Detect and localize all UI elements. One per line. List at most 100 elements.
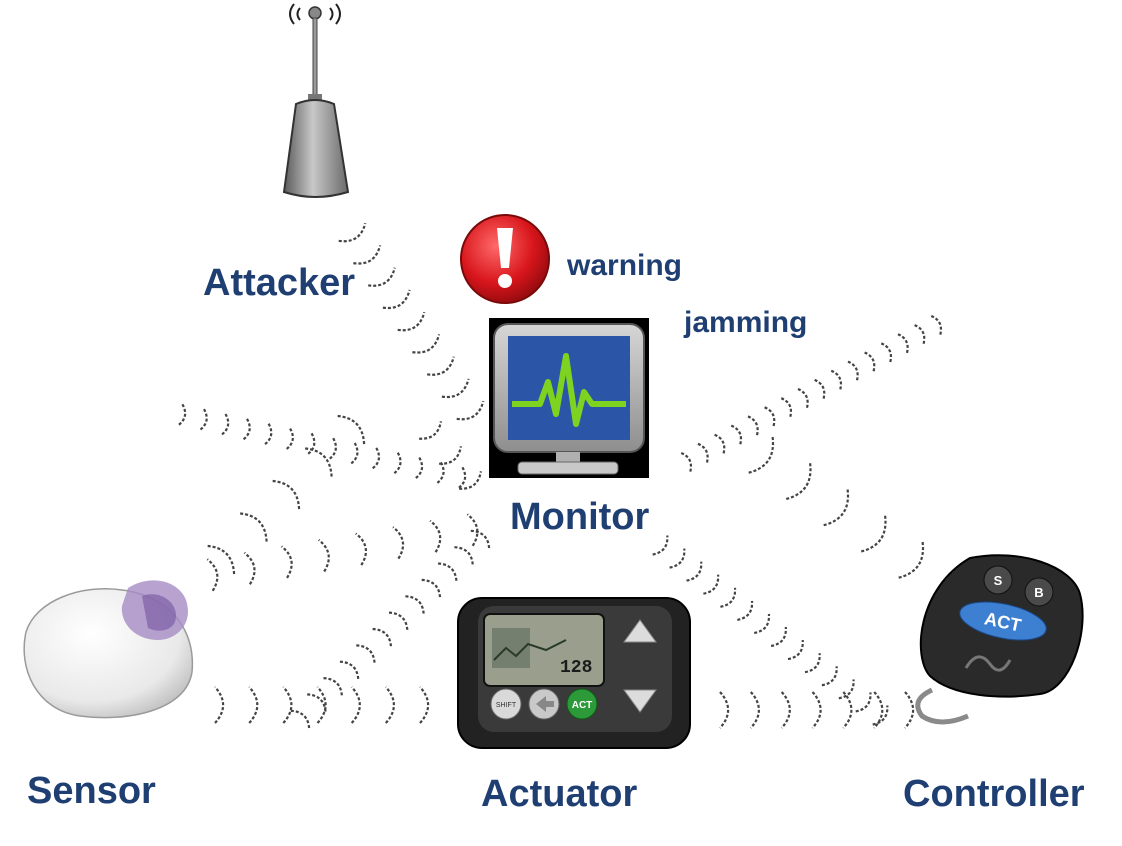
- signal-wave-arc: [335, 414, 366, 445]
- signal-wave-arc: [427, 356, 455, 376]
- signal-wave-arc: [238, 512, 268, 542]
- signal-wave-arc: [804, 653, 821, 674]
- signal-wave-arc: [719, 691, 730, 729]
- signal-wave-arc: [872, 705, 889, 726]
- signal-wave-arc: [912, 323, 926, 345]
- signal-wave-arc: [349, 442, 359, 466]
- signal-wave-arc: [686, 561, 703, 582]
- signal-wave-arc: [284, 427, 294, 451]
- signal-wave-arc: [822, 489, 850, 527]
- signal-wave-arc: [929, 314, 943, 335]
- signal-wave-arc: [749, 691, 760, 729]
- signal-wave-arc: [282, 686, 293, 724]
- signal-wave-arc: [323, 677, 343, 697]
- signal-wave-arc: [307, 693, 327, 713]
- wireless-signal-waves: [176, 222, 943, 730]
- signal-wave-arc: [350, 686, 361, 724]
- controller-label: Controller: [903, 773, 1085, 815]
- signal-wave-arc: [392, 452, 402, 476]
- jamming-label: jamming: [684, 306, 808, 339]
- signal-wave-arc: [729, 423, 743, 445]
- warning-label: warning: [567, 249, 683, 282]
- signal-wave-arc: [737, 600, 754, 621]
- signal-wave-arc: [441, 378, 470, 399]
- signal-wave-arc: [355, 532, 368, 566]
- pump-shift-button: SHIFT: [496, 702, 517, 709]
- signal-wave-arc: [205, 544, 236, 575]
- signal-wave-arc: [780, 691, 791, 729]
- signal-wave-arc: [437, 562, 458, 583]
- signal-wave-arc: [316, 686, 327, 724]
- signal-wave-arc: [419, 686, 430, 724]
- signal-wave-arc: [695, 442, 709, 463]
- signal-wave-arc: [356, 644, 376, 664]
- pump-screen-value: 128: [560, 658, 592, 678]
- signal-wave-arc: [370, 447, 381, 471]
- signal-wave-arc: [248, 686, 259, 724]
- signal-wave-arc: [787, 640, 804, 661]
- actuator-label: Actuator: [481, 773, 638, 815]
- signal-wave-arc: [392, 526, 405, 560]
- signal-wave-arc: [372, 627, 393, 648]
- signal-wave-arc: [456, 400, 485, 421]
- signal-wave-arc: [829, 369, 843, 390]
- signal-wave-arc: [669, 548, 686, 569]
- attacker-label: Attacker: [203, 262, 356, 304]
- monitor-icon: [489, 318, 649, 478]
- signal-wave-arc: [770, 626, 787, 648]
- signal-wave-arc: [243, 551, 256, 585]
- monitor-label: Monitor: [510, 496, 650, 538]
- signal-wave-arc: [762, 405, 776, 427]
- signal-wave-arc: [466, 513, 479, 547]
- signal-wave-arc: [470, 529, 491, 550]
- signal-wave-arc: [339, 660, 360, 681]
- signal-wave-arc: [206, 558, 219, 592]
- signal-wave-arc: [353, 245, 382, 265]
- signal-wave-arc: [904, 691, 915, 729]
- signal-wave-arc: [384, 686, 395, 724]
- signal-wave-arc: [368, 267, 396, 287]
- antenna-tower-icon: [282, 3, 350, 198]
- signal-wave-arc: [327, 437, 337, 461]
- signal-wave-arc: [842, 691, 853, 729]
- signal-wave-arc: [456, 466, 467, 490]
- signal-wave-arc: [745, 414, 759, 436]
- signal-wave-arc: [270, 479, 301, 510]
- pump-act-button: ACT: [572, 700, 593, 711]
- signal-wave-arc: [419, 421, 442, 440]
- signal-wave-arc: [812, 378, 826, 399]
- signal-wave-arc: [652, 535, 669, 556]
- signal-wave-arc: [811, 691, 822, 729]
- signal-wave-arc: [435, 461, 445, 485]
- insulin-pump-icon: 128 SHIFT ACT: [457, 597, 691, 749]
- signal-wave-arc: [838, 679, 855, 700]
- signal-wave-arc: [397, 311, 426, 332]
- signal-wave-arc: [412, 334, 441, 354]
- signal-wave-arc: [845, 359, 859, 381]
- signal-wave-arc: [388, 611, 409, 632]
- signal-wave-arc: [280, 545, 293, 579]
- signal-wave-arc: [290, 709, 311, 730]
- signal-wave-arc: [454, 546, 474, 566]
- signal-wave-arc: [747, 436, 775, 475]
- signal-wave-arc: [382, 289, 411, 310]
- signal-wave-arc: [779, 396, 793, 418]
- signal-wave-arc: [439, 446, 462, 465]
- signal-wave-arc: [897, 541, 925, 580]
- signal-wave-arc: [795, 387, 809, 408]
- signal-wave-arc: [720, 587, 737, 608]
- signal-wave-arc: [862, 350, 876, 372]
- signal-wave-arc: [753, 613, 771, 635]
- signal-wave-arc: [317, 539, 330, 573]
- signal-wave-arc: [220, 413, 230, 437]
- signal-wave-arc: [306, 432, 316, 456]
- sensor-icon: [23, 580, 194, 719]
- signal-wave-arc: [413, 457, 424, 480]
- signal-wave-arc: [429, 519, 442, 553]
- signal-wave-arc: [176, 403, 187, 427]
- signal-wave-arc: [859, 515, 887, 553]
- signal-wave-arc: [214, 686, 225, 724]
- signal-wave-arc: [873, 691, 884, 729]
- signal-wave-arc: [421, 578, 442, 599]
